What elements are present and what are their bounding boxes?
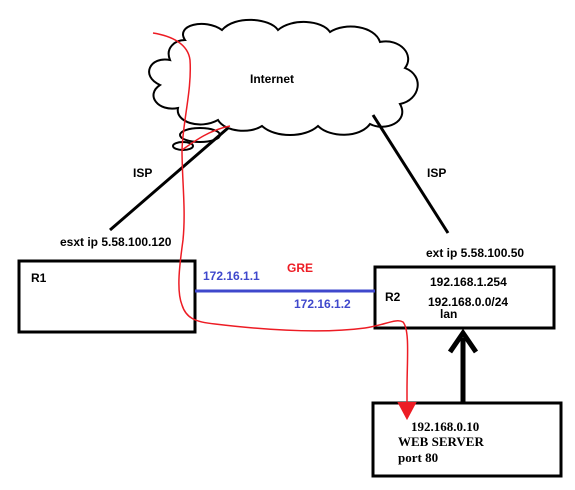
r2-lan-label: lan	[440, 307, 457, 321]
r2-lan-network: 192.168.0.0/24	[428, 295, 508, 309]
r2-box	[373, 265, 556, 330]
web-server-port: port 80	[398, 450, 438, 465]
web-server-ip: 192.168.0.10	[411, 419, 479, 434]
r1-ext-ip: esxt ip 5.58.100.120	[60, 235, 172, 249]
isp-label-right: ISP	[427, 166, 446, 180]
isp-link-left	[109, 126, 229, 232]
r2-lan-gateway: 192.168.1.254	[430, 275, 507, 289]
r1-label: R1	[31, 271, 47, 285]
r2-label: R2	[385, 290, 401, 304]
r2-tunnel-ip: 172.16.1.2	[294, 297, 351, 311]
traffic-path-branch	[181, 125, 231, 151]
web-server-name: WEB SERVER	[398, 434, 484, 449]
gre-label: GRE	[287, 261, 313, 275]
r1-tunnel-ip: 172.16.1.1	[203, 269, 260, 283]
traffic-arrowhead	[397, 402, 417, 421]
web-server-box	[371, 401, 563, 478]
isp-label-left: ISP	[133, 166, 152, 180]
isp-link-right	[371, 114, 450, 234]
r2-ext-ip: ext ip 5.58.100.50	[426, 246, 524, 260]
r1-box	[17, 259, 197, 334]
internet-label: Internet	[250, 72, 294, 86]
traffic-path	[152, 32, 409, 408]
internet-cloud	[148, 18, 419, 136]
lan-arrow-head	[447, 328, 479, 354]
